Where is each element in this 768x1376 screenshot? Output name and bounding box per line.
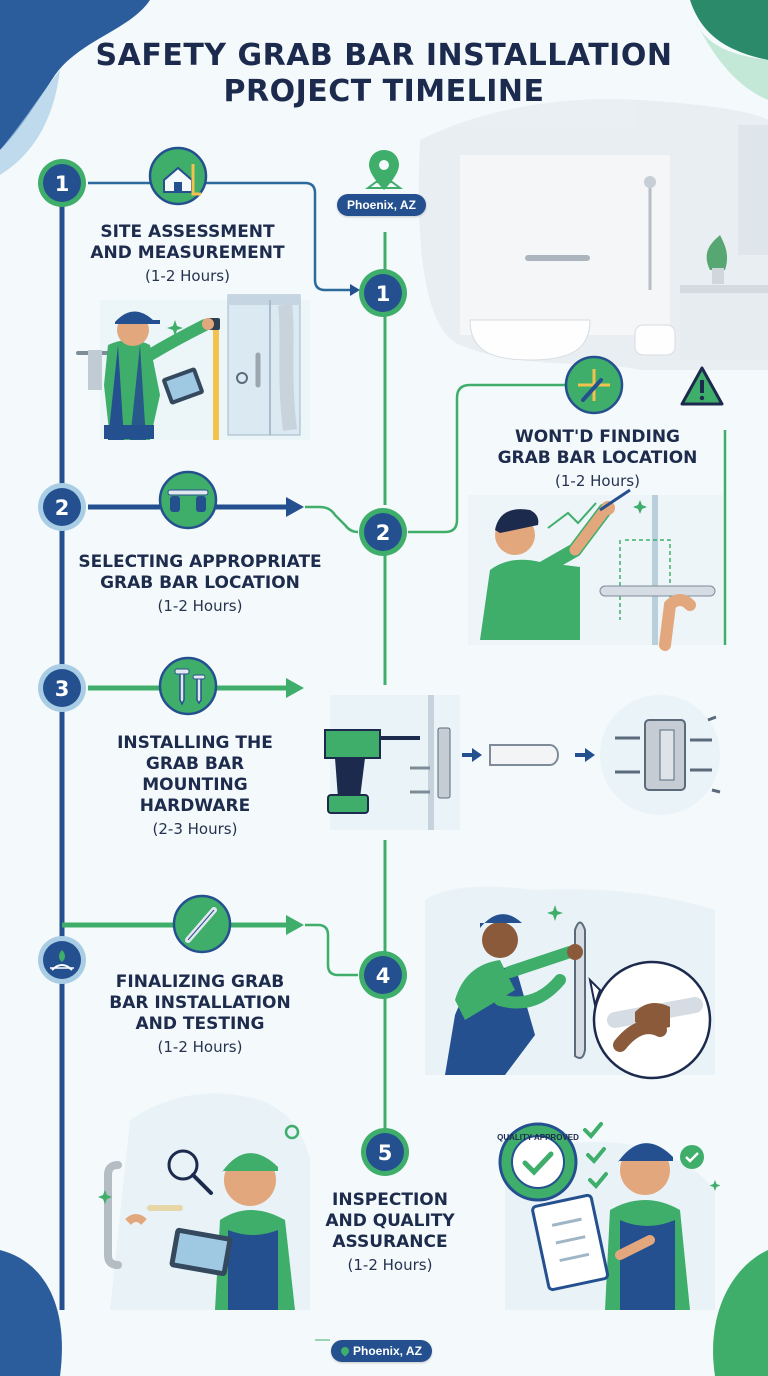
step-left-2-title-1: SELECTING APPROPRIATE bbox=[78, 552, 322, 572]
step-left-3-title-1: INSTALLING THE bbox=[117, 733, 273, 753]
map-pin-icon bbox=[365, 150, 403, 190]
connector-1 bbox=[88, 181, 358, 292]
page-title-line-2: PROJECT TIMELINE bbox=[223, 74, 545, 109]
blob-top-right bbox=[690, 0, 768, 60]
worker-installing-illustration bbox=[425, 886, 715, 1080]
crosshair-measure-icon bbox=[564, 355, 624, 415]
step-marker-center-5 bbox=[361, 1128, 409, 1176]
blob-top-left-light bbox=[0, 70, 60, 175]
sparkle-decorations bbox=[98, 320, 721, 1204]
step-left-2-title-2: GRAB BAR LOCATION bbox=[100, 573, 300, 593]
blob-bottom-left bbox=[0, 1250, 62, 1376]
step-left-2-duration: (1-2 Hours) bbox=[157, 597, 243, 615]
page-title-line-1: SAFETY GRAB BAR INSTALLATION bbox=[95, 38, 673, 73]
step-center-2-text: WONT'D FINDING GRAB BAR LOCATION (1-2 Ho… bbox=[470, 427, 725, 491]
worker-marking-illustration bbox=[468, 488, 723, 651]
step-center-5-duration: (1-2 Hours) bbox=[347, 1256, 433, 1274]
step-marker-center-1 bbox=[359, 269, 407, 317]
step-marker-left-4 bbox=[38, 936, 86, 984]
step-left-4-title-1: FINALIZING GRAB bbox=[115, 972, 285, 992]
step-left-1-text: SITE ASSESSMENT AND MEASUREMENT (1-2 Hou… bbox=[70, 222, 305, 286]
location-pin-icon bbox=[339, 1345, 351, 1357]
step-marker-left-3 bbox=[38, 664, 86, 712]
house-measure-icon bbox=[148, 146, 208, 206]
step-left-1-title-2: AND MEASUREMENT bbox=[90, 243, 285, 263]
curved-bar-icon bbox=[172, 894, 232, 954]
worker-measuring-illustration bbox=[76, 294, 310, 440]
step-center-2-duration: (1-2 Hours) bbox=[555, 472, 640, 490]
grab-bar-hands-icon bbox=[158, 470, 218, 530]
step-marker-left-2 bbox=[38, 483, 86, 531]
step-left-4-text: FINALIZING GRAB BAR INSTALLATION AND TES… bbox=[75, 972, 325, 1057]
location-text-top: Phoenix, AZ bbox=[347, 198, 416, 212]
step-left-4-duration: (1-2 Hours) bbox=[157, 1038, 243, 1056]
step-left-3-title-2: GRAB BAR bbox=[145, 754, 245, 774]
worker-clipboard-illustration bbox=[498, 1122, 715, 1310]
step-left-3-title-4: HARDWARE bbox=[139, 796, 251, 816]
step-marker-center-4 bbox=[359, 951, 407, 999]
warning-icon bbox=[680, 366, 724, 406]
step-center-5-title-3: ASSURANCE bbox=[332, 1232, 448, 1252]
step-center-5-title-1: INSPECTION bbox=[332, 1190, 448, 1210]
page-title: SAFETY GRAB BAR INSTALLATION PROJECT TIM… bbox=[0, 38, 768, 110]
step-left-4-title-2: BAR INSTALLATION bbox=[109, 993, 291, 1013]
location-badge-top: Phoenix, AZ bbox=[337, 194, 426, 216]
step-left-4-title-3: AND TESTING bbox=[135, 1014, 265, 1034]
worker-tablet-illustration bbox=[104, 1093, 310, 1310]
step-center-2-title-1: WONT'D FINDING bbox=[514, 427, 681, 447]
step-left-1-duration: (1-2 Hours) bbox=[145, 267, 230, 285]
blob-bottom-right bbox=[713, 1250, 768, 1376]
step-marker-left-1 bbox=[38, 159, 86, 207]
screws-icon bbox=[158, 656, 218, 716]
step-left-2-text: SELECTING APPROPRIATE GRAB BAR LOCATION … bbox=[60, 552, 340, 616]
blob-top-left bbox=[0, 0, 150, 150]
step-center-5-title-2: AND QUALITY bbox=[325, 1211, 455, 1231]
step-left-3-duration: (2-3 Hours) bbox=[152, 820, 238, 838]
drill-hardware-illustration bbox=[324, 695, 721, 830]
bathroom-scene bbox=[418, 99, 768, 371]
step-left-3-text: INSTALLING THE GRAB BAR MOUNTING HARDWAR… bbox=[90, 733, 300, 839]
location-badge-bottom: Phoenix, AZ bbox=[331, 1340, 432, 1362]
location-text-bottom: Phoenix, AZ bbox=[353, 1344, 422, 1358]
step-center-2-title-2: GRAB BAR LOCATION bbox=[497, 448, 698, 468]
step-left-1-title-1: SITE ASSESSMENT bbox=[100, 222, 275, 242]
step-center-5-text: INSPECTION AND QUALITY ASSURANCE (1-2 Ho… bbox=[315, 1190, 465, 1275]
step-marker-center-2 bbox=[359, 508, 407, 556]
blob-top-right-light bbox=[695, 20, 768, 100]
step-left-3-title-3: MOUNTING bbox=[142, 775, 248, 795]
